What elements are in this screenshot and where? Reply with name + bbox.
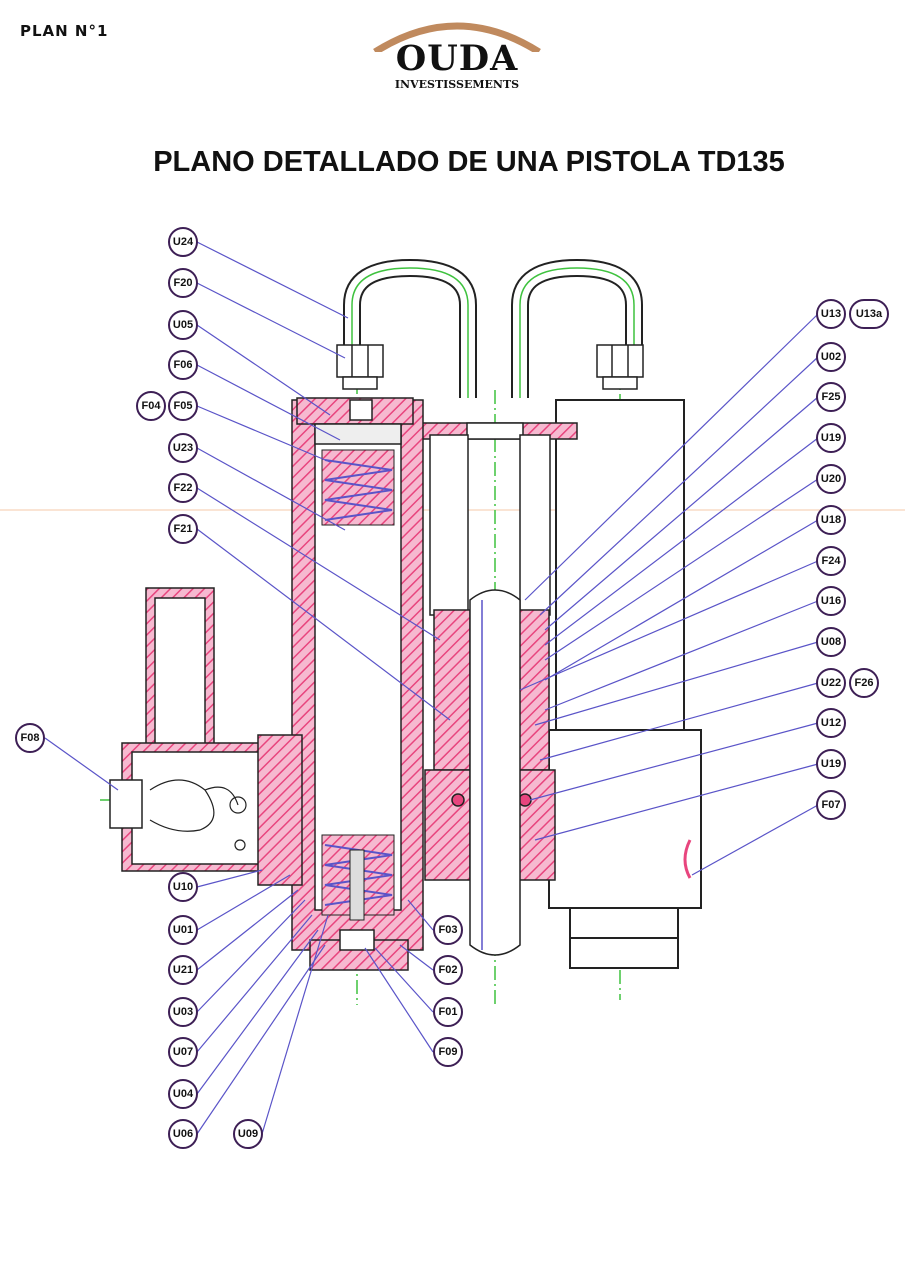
callout-f20: F20: [168, 268, 198, 298]
springs: [321, 449, 395, 921]
plan-number: PLAN N°1: [20, 22, 109, 40]
callout-f09: F09: [433, 1037, 463, 1067]
callout-u05: U05: [168, 310, 198, 340]
logo-subtitle: INVESTISSEMENTS: [394, 78, 520, 91]
callout-u07: U07: [168, 1037, 198, 1067]
callout-f21: F21: [168, 514, 198, 544]
callout-f07: F07: [816, 790, 846, 820]
logo: OUDA INVESTISSEMENTS: [372, 12, 542, 97]
callout-u19-upper: U19: [816, 423, 846, 453]
u-pipes: [343, 258, 643, 398]
center-valve-block: [424, 434, 556, 881]
callout-f24: F24: [816, 546, 846, 576]
callout-u09: U09: [233, 1119, 263, 1149]
callout-f01: F01: [433, 997, 463, 1027]
logo-name: OUDA: [395, 38, 519, 79]
central-tube: [469, 589, 521, 956]
logo-arc: [373, 22, 541, 52]
callout-f25: F25: [816, 382, 846, 412]
callout-u23: U23: [168, 433, 198, 463]
page-title: PLANO DETALLADO DE UNA PISTOLA TD135: [153, 146, 785, 178]
hex-nuts: [336, 344, 644, 390]
handle-body: [109, 587, 303, 886]
trigger-mechanism: [149, 779, 247, 851]
callout-u13a: U13a: [849, 299, 889, 329]
callout-u01: U01: [168, 915, 198, 945]
callout-f02: F02: [433, 955, 463, 985]
callout-u06: U06: [168, 1119, 198, 1149]
callout-f22: F22: [168, 473, 198, 503]
leader-lines: [44, 241, 819, 1135]
callout-f04: F04: [136, 391, 166, 421]
callout-u16: U16: [816, 586, 846, 616]
callout-f08: F08: [15, 723, 45, 753]
callout-f03: F03: [433, 915, 463, 945]
callout-u04: U04: [168, 1079, 198, 1109]
callout-u19-lower: U19: [816, 749, 846, 779]
right-housing: [548, 399, 702, 969]
callout-u20: U20: [816, 464, 846, 494]
callout-u13: U13: [816, 299, 846, 329]
callout-f06: F06: [168, 350, 198, 380]
callout-u03: U03: [168, 997, 198, 1027]
callout-u10: U10: [168, 872, 198, 902]
callout-u12: U12: [816, 708, 846, 738]
callout-u08: U08: [816, 627, 846, 657]
callout-u24: U24: [168, 227, 198, 257]
callout-f26: F26: [849, 668, 879, 698]
callout-u21: U21: [168, 955, 198, 985]
callout-u02: U02: [816, 342, 846, 372]
f07-feature: [683, 839, 692, 879]
callout-u18: U18: [816, 505, 846, 535]
callout-f05: F05: [168, 391, 198, 421]
callout-u22: U22: [816, 668, 846, 698]
